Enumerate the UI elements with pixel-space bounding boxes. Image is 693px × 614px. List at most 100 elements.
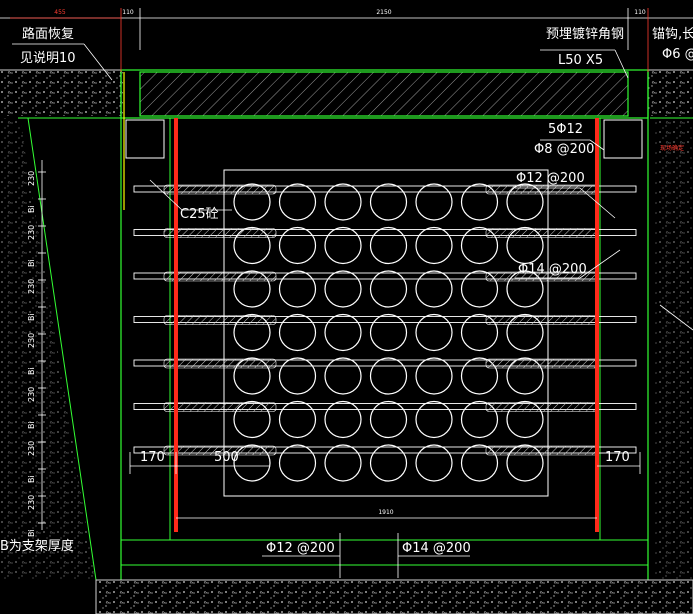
conduit-tube [278, 226, 317, 265]
scale-label: 230 [27, 279, 36, 294]
base-slab [95, 579, 693, 614]
dim-left-offset: 455 [54, 9, 66, 16]
conduit-tube [460, 183, 499, 221]
conduit-tube [506, 444, 544, 482]
callout-angle-size: L50 X5 [558, 53, 603, 68]
conduit-tube [369, 183, 408, 221]
scale-label: Bi [27, 205, 36, 213]
scale-label: 230 [27, 441, 36, 456]
conduit-tube [415, 313, 453, 352]
conduit-tube [506, 400, 544, 439]
conduit-tube [324, 226, 362, 265]
conduit-tube [415, 357, 453, 395]
conduit-tube [506, 183, 544, 221]
callout-rebar-b: Φ14 @200 [518, 262, 587, 277]
conduit-tube [324, 313, 362, 352]
conduit-tube [415, 226, 453, 265]
bottom-dimensions: 170 500 170 1910 Φ12 @200 Φ14 @200 [129, 450, 641, 578]
conduit-tube [369, 444, 408, 482]
spacer-support-left [163, 228, 277, 238]
callout-road-restore: 路面恢复 [22, 26, 74, 42]
scale-label: Bi [27, 367, 36, 375]
conduit-tube [460, 357, 499, 395]
spacer-bar [133, 446, 637, 454]
spacer-bar [133, 229, 637, 236]
callout-bottom-bar-right: Φ14 @200 [402, 541, 471, 556]
spacer-support-right [485, 228, 599, 238]
spacer-bars [133, 184, 637, 456]
road-surface [0, 69, 693, 116]
scale-label: 230 [27, 171, 36, 186]
conduit-tube [233, 226, 271, 265]
spacer-support-left [163, 445, 277, 456]
callout-stirrups: Φ8 @200 [534, 142, 594, 157]
conduit-tube [324, 270, 362, 308]
conduit-tube [278, 183, 317, 221]
callout-rebar-a: Φ12 @200 [516, 171, 585, 186]
callout-concrete: C25砼 [180, 207, 219, 222]
conduit-tube [233, 313, 271, 352]
dim-span: 2150 [376, 9, 391, 16]
conduit-tube [369, 400, 408, 439]
spacer-support-right [485, 358, 599, 369]
conduit-tube [369, 270, 408, 308]
callout-anchor: 锚钩,长1 [652, 27, 693, 42]
conduit-tube [278, 313, 317, 352]
conduit-tube [278, 270, 317, 308]
conduit-tube [460, 400, 499, 439]
conduit-frame [223, 169, 549, 497]
spacer-support-right [485, 402, 599, 412]
conduit-tube [324, 357, 362, 395]
spacer-support-left [163, 358, 277, 369]
conduit-tube [506, 313, 544, 352]
top-dimension: 455 110 2150 110 [0, 8, 693, 72]
conduit-tube [278, 400, 317, 439]
callout-red-note: 现场确定 [660, 144, 684, 152]
dim-right-cover: 170 [605, 450, 630, 465]
conduit-grid [233, 183, 544, 482]
spacer-support-left [163, 315, 277, 325]
conduit-tube [233, 444, 271, 482]
scale-label: 230 [27, 333, 36, 348]
dim-left-cover: 170 [140, 450, 165, 465]
conduit-tube [324, 444, 362, 482]
scale-label: Bi [27, 259, 36, 267]
conduit-tube [324, 183, 362, 221]
callout-bottom-bar-left: Φ12 @200 [266, 541, 335, 556]
callout-left-note: B为支架厚度 [0, 538, 74, 554]
spacer-bar [133, 359, 637, 367]
top-cover-slab [120, 69, 649, 119]
spacer-bar [133, 403, 637, 410]
callout-embed-angle: 预埋镀锌角钢 [546, 26, 624, 42]
conduit-tube [415, 183, 453, 221]
scale-label: 230 [27, 225, 36, 240]
conduit-tube [415, 400, 453, 439]
spacer-support-left [163, 402, 277, 412]
conduit-tube [369, 357, 408, 395]
conduit-tube [506, 226, 544, 265]
conduit-tube [415, 270, 453, 308]
conduit-tube [506, 357, 544, 395]
callout-anchor-spacing: Φ6 @ [662, 47, 693, 62]
conduit-tube [278, 444, 317, 482]
spacer-bar [133, 316, 637, 323]
dim-left-width: 500 [214, 450, 239, 465]
conduit-tube [506, 270, 544, 308]
conduit-tube [233, 183, 271, 221]
conduit-tube [460, 226, 499, 265]
callout-top-bars: 5Φ12 [548, 122, 583, 137]
dim-bottom-span: 1910 [378, 509, 393, 516]
dim-gap-right: 110 [634, 9, 646, 16]
conduit-tube [233, 357, 271, 395]
spacer-support-left [163, 184, 277, 195]
spacer-bar [133, 185, 637, 193]
scale-label: Bi [27, 313, 36, 321]
conduit-tube [278, 357, 317, 395]
conduit-tube [460, 444, 499, 482]
conduit-tube [460, 270, 499, 308]
callouts: 路面恢复 见说明10 预埋镀锌角钢 L50 X5 锚钩,长1 Φ6 @ 5Φ12… [0, 26, 693, 554]
spacer-support-right [485, 445, 599, 456]
spacer-support-right [485, 315, 599, 325]
